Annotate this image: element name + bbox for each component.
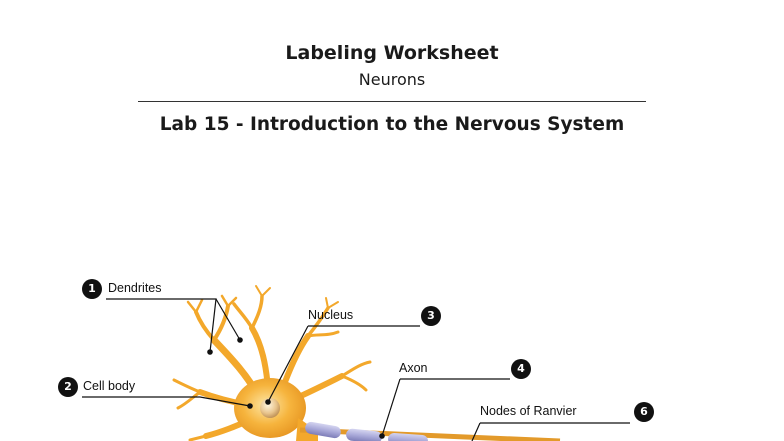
label-badge-6: 6: [634, 402, 654, 422]
label-axon: Axon: [399, 361, 428, 375]
worksheet-subtitle: Neurons: [358, 70, 426, 89]
label-badge-1: 1: [82, 279, 102, 299]
label-dendrites: Dendrites: [108, 281, 162, 295]
label-badge-3: 3: [421, 306, 441, 326]
worksheet-title: Labeling Worksheet: [285, 42, 499, 64]
leader-lines: [82, 298, 630, 441]
axon-core: [299, 427, 561, 441]
myelin-sheath: [305, 421, 428, 441]
label-nucleus: Nucleus: [308, 308, 354, 322]
nucleus-shape: [260, 398, 280, 418]
header-divider: [138, 101, 646, 102]
label-badge-2: 2: [58, 377, 78, 397]
lab-title: Lab 15 - Introduction to the Nervous Sys…: [159, 114, 625, 135]
label-badge-4: 4: [511, 359, 531, 379]
label-cell-body: Cell body: [83, 379, 136, 393]
label-nodes-of-ranvier: Nodes of Ranvier: [480, 404, 577, 418]
leader-dots: [207, 337, 385, 439]
